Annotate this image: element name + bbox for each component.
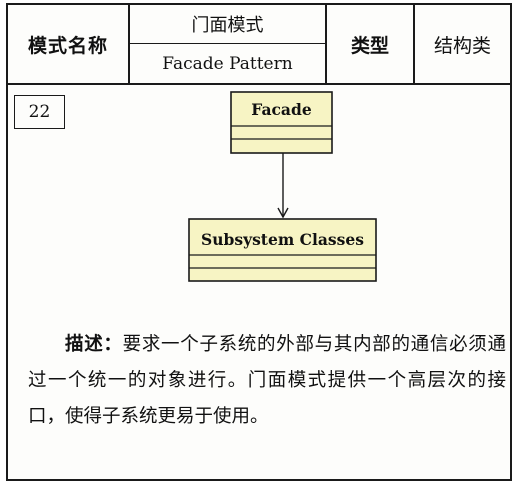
pattern-name-en: Facade Pattern [162, 53, 293, 74]
type-label: 类型 [327, 5, 415, 83]
pattern-name-cn: 门面模式 [130, 5, 325, 44]
class-facade: Facade [230, 91, 333, 154]
description-label: 描述： [65, 334, 123, 355]
subsystem-class-box [188, 218, 377, 282]
type-value: 结构类 [433, 34, 491, 57]
class-subsystem: Subsystem Classes [188, 218, 377, 282]
pattern-name-label: 模式名称 [8, 5, 130, 83]
pattern-name-cell: 门面模式 Facade Pattern [130, 5, 327, 83]
facade-class-box [230, 91, 333, 154]
description-text: 要求一个子系统的外部与其内部的通信必须通过一个统一的对象进行。门面模式提供一个高… [28, 334, 506, 427]
header-table: 模式名称 门面模式 Facade Pattern 类型 结构类 [8, 5, 510, 85]
description: 描述：要求一个子系统的外部与其内部的通信必须通过一个统一的对象进行。门面模式提供… [28, 327, 506, 435]
facade-class-name: Facade [251, 100, 312, 119]
pattern-card: 模式名称 门面模式 Facade Pattern 类型 结构类 22 Facad… [6, 3, 512, 481]
subsystem-class-name: Subsystem Classes [201, 230, 364, 249]
uml-diagram: Facade Subsystem Classes [188, 91, 377, 282]
pattern-number: 22 [14, 95, 65, 129]
